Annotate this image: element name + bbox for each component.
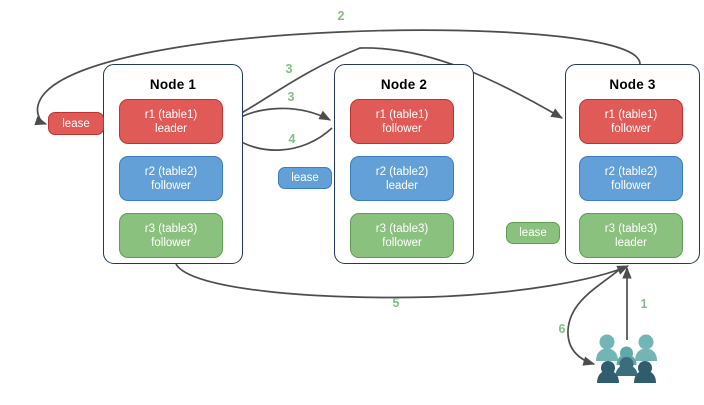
edge-step-5 <box>175 263 630 299</box>
replica-role: follower <box>611 122 651 135</box>
replica-node2-r1[interactable]: r1 (table1) follower <box>350 99 454 144</box>
step-label-5: 5 <box>392 296 400 310</box>
replica-role: follower <box>382 236 422 249</box>
replica-role: follower <box>151 179 191 192</box>
replica-role: follower <box>611 179 651 192</box>
replica-node3-r1[interactable]: r1 (table1) follower <box>579 99 683 144</box>
step-label-6: 6 <box>558 322 566 336</box>
replica-role: leader <box>155 122 187 135</box>
node-container-node3[interactable]: Node 3 r1 (table1) follower r2 (table2) … <box>565 64 700 264</box>
replica-role: follower <box>151 236 191 249</box>
replica-node1-r2[interactable]: r2 (table2) follower <box>119 156 223 201</box>
replica-role: leader <box>615 236 647 249</box>
step-label-4: 4 <box>288 132 296 146</box>
step-label-3-lower: 3 <box>287 90 295 104</box>
replica-name: r3 (table3) <box>604 222 658 235</box>
replica-name: r2 (table2) <box>144 165 198 178</box>
edge-step-3-lower <box>227 107 332 125</box>
node-container-node2[interactable]: Node 2 r1 (table1) follower r2 (table2) … <box>334 64 474 264</box>
users-icon[interactable] <box>596 333 658 387</box>
node-container-node1[interactable]: Node 1 r1 (table1) leader r2 (table2) fo… <box>103 64 243 264</box>
step-label-3-upper: 3 <box>285 62 293 76</box>
step-label-2: 2 <box>337 9 345 23</box>
replica-role: leader <box>386 179 418 192</box>
replica-name: r2 (table2) <box>604 165 658 178</box>
replica-node2-r3[interactable]: r3 (table3) follower <box>350 213 454 258</box>
node-title-node3: Node 3 <box>609 77 656 92</box>
replica-name: r3 (table3) <box>375 222 429 235</box>
replica-name: r2 (table2) <box>375 165 429 178</box>
node-title-node1: Node 1 <box>149 77 197 92</box>
replica-node1-r1[interactable]: r1 (table1) leader <box>119 99 223 144</box>
replica-name: r1 (table1) <box>375 108 429 121</box>
lease-badge-blue[interactable]: lease <box>278 167 332 189</box>
lease-badge-red[interactable]: lease <box>48 112 104 135</box>
replica-name: r3 (table3) <box>144 222 198 235</box>
replica-node3-r3[interactable]: r3 (table3) leader <box>579 213 683 258</box>
node-title-node2: Node 2 <box>380 77 428 92</box>
replica-node1-r3[interactable]: r3 (table3) follower <box>119 213 223 258</box>
replica-node3-r2[interactable]: r2 (table2) follower <box>579 156 683 201</box>
edge-step-4 <box>231 127 333 151</box>
lease-badge-green[interactable]: lease <box>506 222 560 244</box>
replica-role: follower <box>382 122 422 135</box>
step-label-1: 1 <box>640 297 648 311</box>
replica-name: r1 (table1) <box>604 108 658 121</box>
replica-node2-r2[interactable]: r2 (table2) leader <box>350 156 454 201</box>
replica-name: r1 (table1) <box>144 108 198 121</box>
